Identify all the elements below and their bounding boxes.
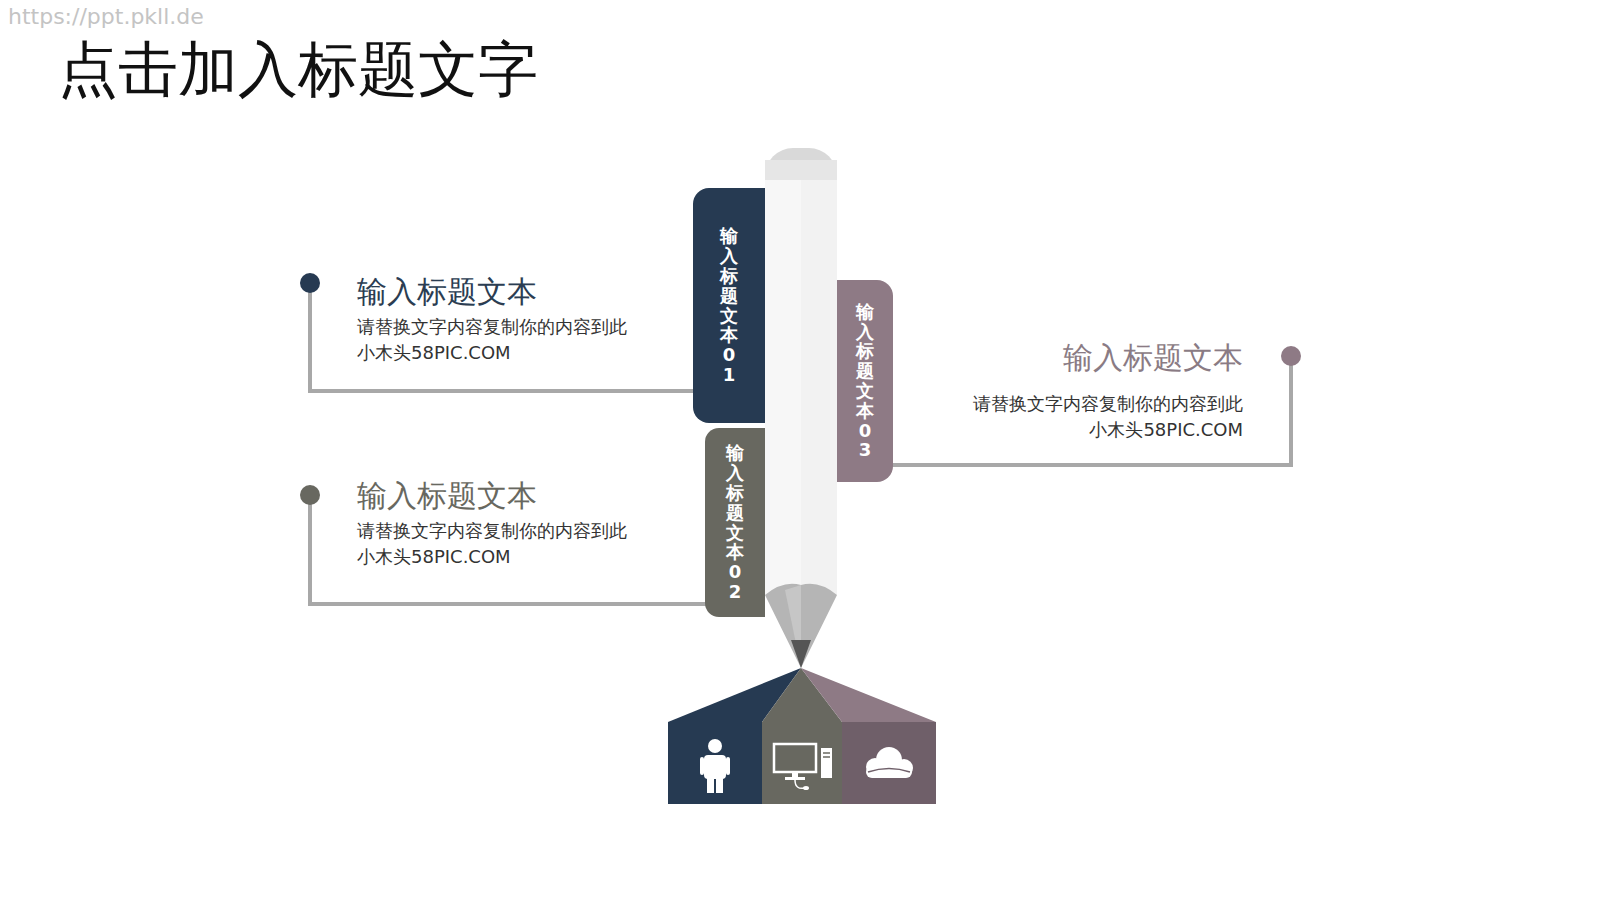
slide-title: 点击加入标题文字 — [58, 30, 538, 111]
base-box — [668, 722, 762, 804]
leader-line — [880, 363, 1291, 465]
base-box — [842, 722, 936, 804]
pencil-tab: 输入标题文本01 — [693, 188, 765, 423]
cloud-icon — [866, 747, 913, 778]
item-body: 请替换文字内容复制你的内容到此 小木头58PIC.COM — [958, 391, 1243, 443]
computer-icon — [774, 744, 832, 790]
pencil-body — [765, 180, 837, 595]
leader-dot — [1281, 346, 1301, 366]
pencil-lead — [791, 640, 811, 668]
base-roof — [801, 668, 936, 722]
item-heading: 输入标题文本 — [357, 476, 677, 517]
item-body: 请替换文字内容复制你的内容到此 小木头58PIC.COM — [357, 518, 642, 570]
tab-title: 输入标题文本02 — [726, 443, 744, 601]
pencil-tip — [765, 584, 837, 668]
leader-dot — [300, 485, 320, 505]
tab-title: 输入标题文本03 — [856, 302, 874, 460]
base-box — [762, 722, 842, 804]
pencil-tab: 输入标题文本02 — [705, 428, 765, 617]
tab-title: 输入标题文本01 — [720, 226, 738, 384]
person-icon — [700, 739, 730, 793]
item-body: 请替换文字内容复制你的内容到此 小木头58PIC.COM — [357, 314, 642, 366]
cloud-icon — [868, 769, 910, 773]
pencil-body — [765, 180, 801, 595]
watermark: https://ppt.pkll.de — [8, 4, 268, 29]
item-heading: 输入标题文本 — [923, 338, 1243, 379]
leader-dot — [300, 273, 320, 293]
pencil-cap — [765, 160, 837, 180]
pencil-tab: 输入标题文本03 — [837, 280, 893, 482]
leader-line — [310, 502, 710, 604]
item-heading: 输入标题文本 — [357, 272, 677, 313]
